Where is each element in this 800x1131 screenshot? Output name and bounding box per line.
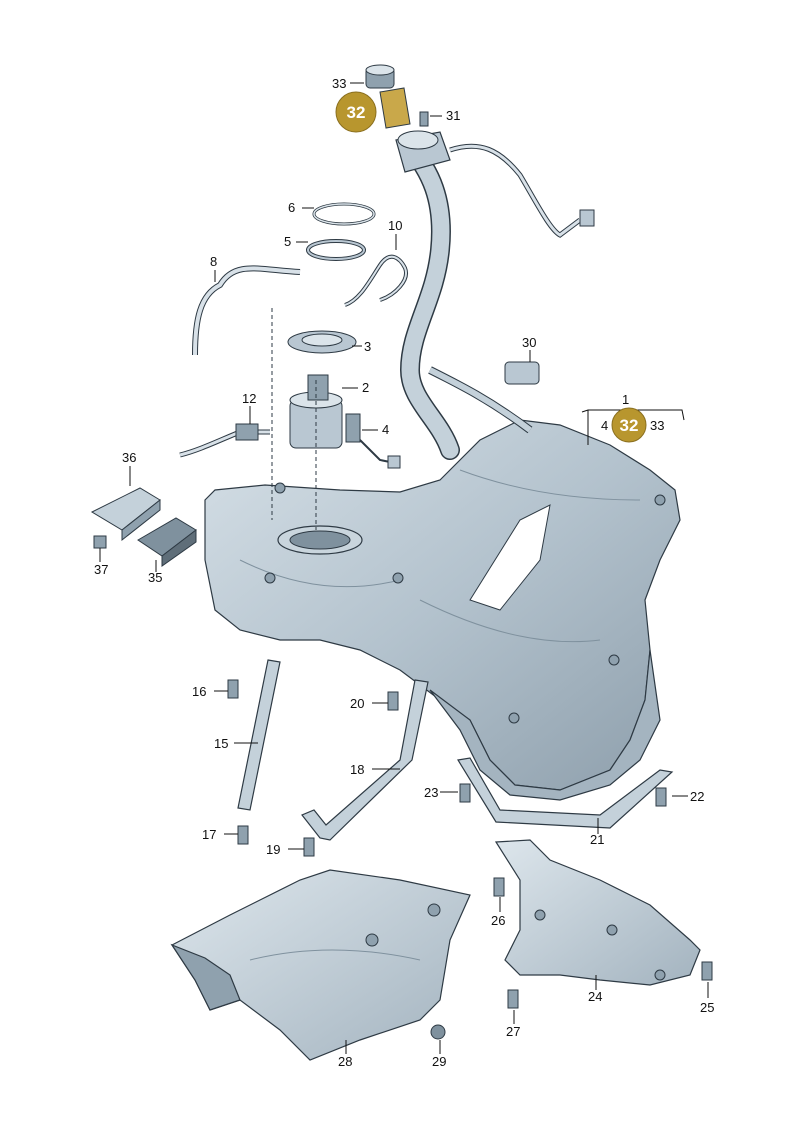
label-24: 24 [588, 989, 602, 1004]
level-sender [345, 413, 401, 469]
badge-32-group: 32 [611, 407, 647, 443]
label-10: 10 [388, 218, 402, 233]
label-2: 2 [362, 380, 369, 395]
label-37: 37 [94, 562, 108, 577]
label-19: 19 [266, 842, 280, 857]
badge-32-top: 32 [335, 91, 377, 133]
badge-32-group-text: 32 [620, 416, 639, 435]
label-16: 16 [192, 684, 206, 699]
part-labels: 33 31 6 5 10 8 3 30 2 12 1 4 33 4 36 37 … [94, 76, 714, 1069]
label-33-group: 33 [650, 418, 664, 433]
label-5: 5 [284, 234, 291, 249]
filler-insert [379, 87, 411, 129]
label-17: 17 [202, 827, 216, 842]
bolt-22 [655, 787, 667, 807]
control-unit-35 [137, 517, 197, 567]
label-3: 3 [364, 339, 371, 354]
fuel-line-10 [344, 254, 408, 307]
badge-32-top-text: 32 [347, 103, 366, 122]
label-6: 6 [288, 200, 295, 215]
bolt-16 [227, 679, 239, 699]
bolt-27 [507, 989, 519, 1009]
label-1: 1 [622, 392, 629, 407]
label-27: 27 [506, 1024, 520, 1039]
filler-cap [365, 64, 395, 89]
heat-shield-24 [494, 839, 701, 986]
label-8: 8 [210, 254, 217, 269]
label-30: 30 [522, 335, 536, 350]
filler-neck [395, 130, 595, 460]
label-23: 23 [424, 785, 438, 800]
label-21: 21 [590, 832, 604, 847]
bolt-31 [419, 111, 429, 127]
fuel-tank [204, 419, 681, 801]
label-31: 31 [446, 108, 460, 123]
label-20: 20 [350, 696, 364, 711]
label-26: 26 [491, 913, 505, 928]
fuel-line-8 [192, 265, 301, 356]
nut-29 [430, 1024, 446, 1040]
valve-30 [504, 361, 540, 385]
bolt-26 [493, 877, 505, 897]
label-15: 15 [214, 736, 228, 751]
strap-15 [237, 659, 281, 811]
seal-ring [306, 239, 366, 261]
label-22: 22 [690, 789, 704, 804]
bolt-19 [303, 837, 315, 857]
strap-21 [457, 757, 674, 829]
label-18: 18 [350, 762, 364, 777]
label-33-top: 33 [332, 76, 346, 91]
bolt-23 [459, 783, 471, 803]
bolt-25 [701, 961, 713, 981]
heat-shield-28 [170, 869, 471, 1061]
strap-18 [301, 679, 429, 841]
control-unit-36 [90, 487, 161, 542]
label-28: 28 [338, 1054, 352, 1069]
label-29: 29 [432, 1054, 446, 1069]
label-4-group: 4 [601, 418, 608, 433]
label-4: 4 [382, 422, 389, 437]
label-12: 12 [242, 391, 256, 406]
bolt-17 [237, 825, 249, 845]
hose-12 [179, 423, 270, 458]
label-35: 35 [148, 570, 162, 585]
label-36: 36 [122, 450, 136, 465]
label-25: 25 [700, 1000, 714, 1015]
nut-37 [93, 535, 107, 549]
locking-ring [312, 202, 376, 226]
bolt-20 [387, 691, 399, 711]
flange-plate [287, 330, 357, 354]
